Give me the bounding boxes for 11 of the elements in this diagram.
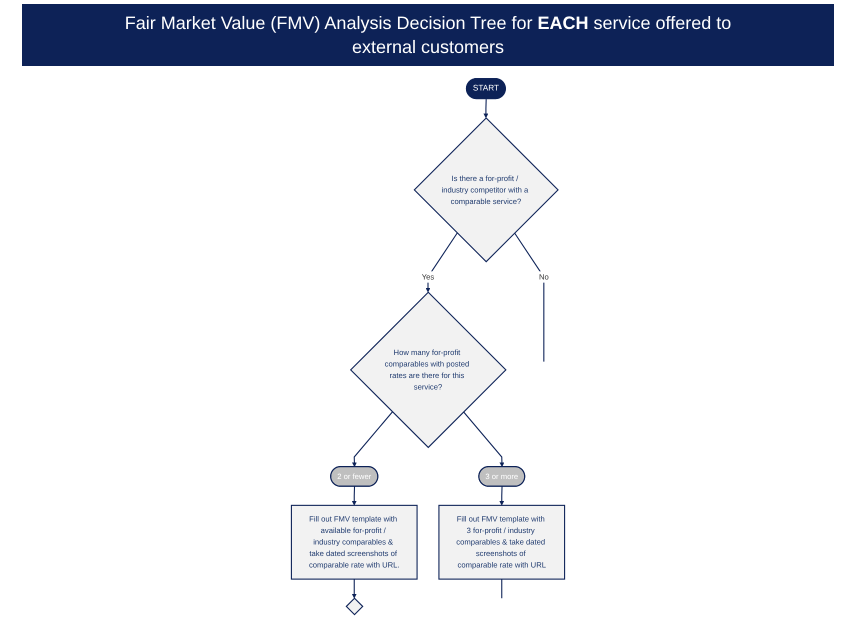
arrow: [352, 412, 393, 468]
arrow: [352, 579, 357, 598]
connector: [514, 232, 544, 362]
node-diamond: [346, 597, 364, 616]
title-banner: Fair Market Value (FMV) Analysis Decision Tree for EACH service offered to external customers: [22, 4, 834, 66]
arrow: [484, 99, 488, 118]
arrow: [352, 486, 357, 506]
arrow: [426, 232, 458, 292]
arrow: [463, 412, 504, 468]
arrow: [499, 486, 504, 506]
connector: [501, 579, 502, 598]
